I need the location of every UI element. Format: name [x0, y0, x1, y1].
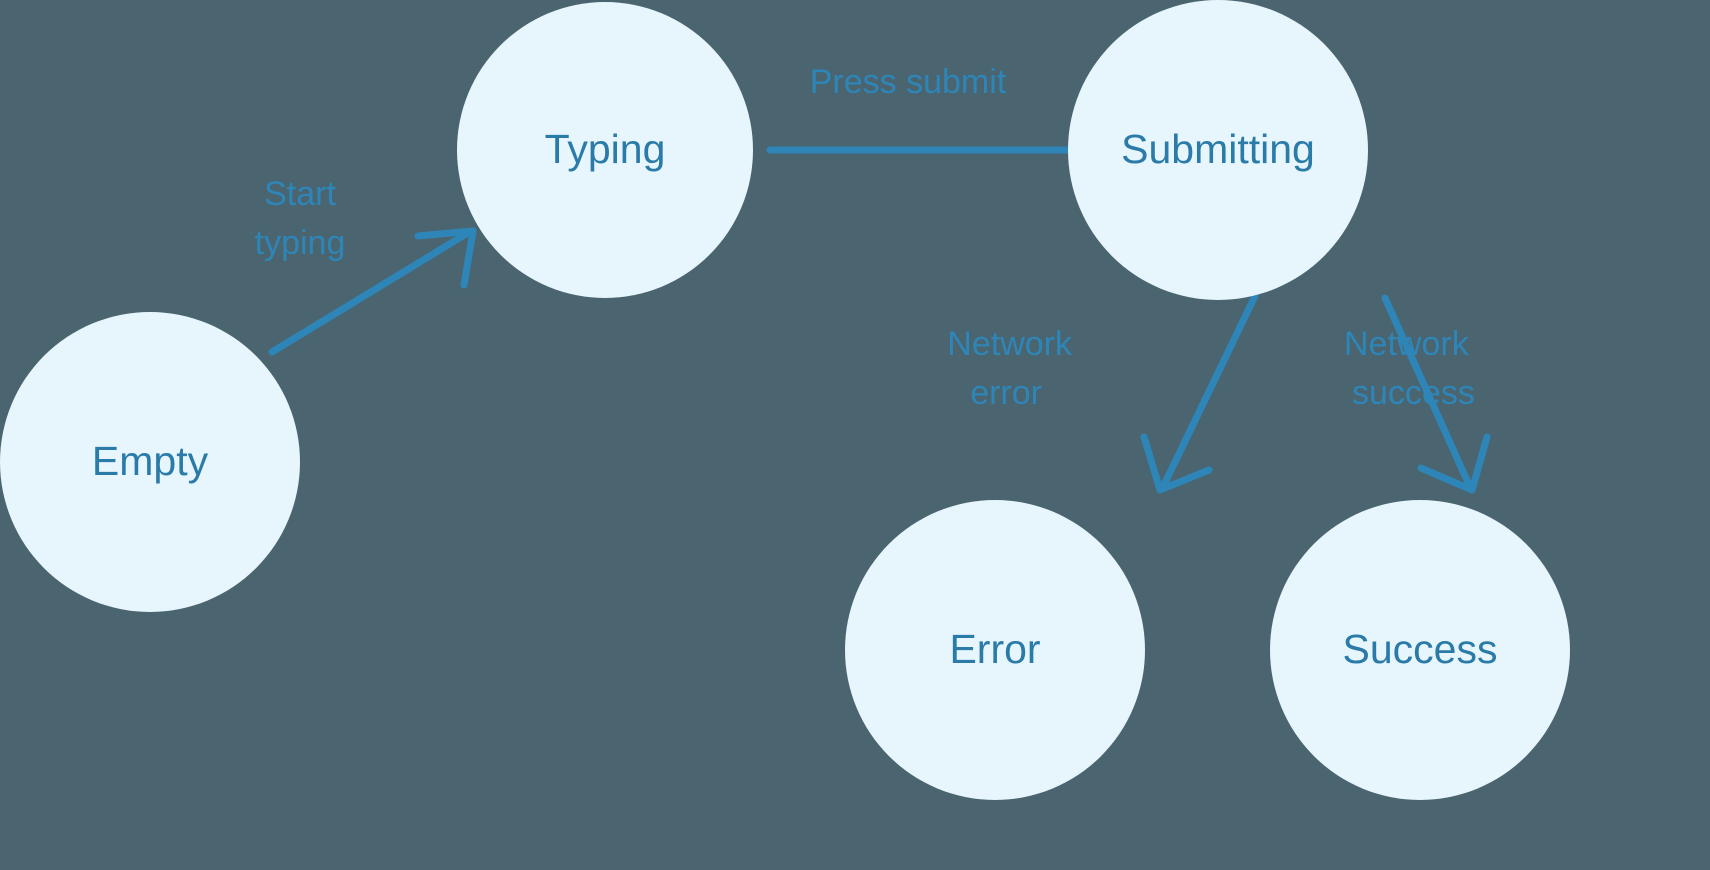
edge-submitting-to-error-arrowhead [1140, 433, 1213, 494]
node-error-label: Error [949, 626, 1040, 672]
node-success-circle[interactable] [1270, 500, 1570, 800]
edge-label-press-submit: Press submit [810, 63, 1007, 101]
edge-empty-to-typing-arrowhead [414, 227, 477, 289]
edge-label-network-success-line2: success [1352, 374, 1475, 412]
edge-empty-to-typing [268, 227, 477, 356]
node-typing[interactable]: Typing [457, 2, 753, 298]
edge-submitting-to-success-line [1381, 294, 1474, 491]
node-typing-label: Typing [545, 126, 666, 172]
edge-label-start-typing-line1: Start [264, 175, 336, 213]
edge-label-network-error-line1: Network [947, 325, 1073, 363]
node-error[interactable]: Error [845, 500, 1145, 800]
node-submitting-circle[interactable] [1068, 0, 1368, 300]
node-empty-label: Empty [92, 438, 209, 484]
node-empty[interactable]: Empty [0, 312, 300, 612]
edge-label-network-success-line1: Network [1344, 325, 1470, 363]
node-typing-circle[interactable] [457, 2, 753, 298]
edge-empty-to-typing-line [268, 230, 470, 356]
edge-submitting-to-success-arrowhead [1417, 433, 1491, 494]
edge-submitting-to-error [1140, 292, 1259, 494]
node-success[interactable]: Success [1270, 500, 1570, 800]
edge-submitting-to-error-line [1159, 292, 1259, 491]
node-submitting-label: Submitting [1121, 126, 1315, 172]
edge-label-start-typing-line2: typing [255, 224, 346, 262]
edge-submitting-to-success [1381, 294, 1491, 494]
node-submitting[interactable]: Submitting [1068, 0, 1368, 300]
edge-label-network-error-line2: error [970, 374, 1042, 412]
node-empty-circle[interactable] [0, 312, 300, 612]
node-success-label: Success [1343, 626, 1498, 672]
node-error-circle[interactable] [845, 500, 1145, 800]
